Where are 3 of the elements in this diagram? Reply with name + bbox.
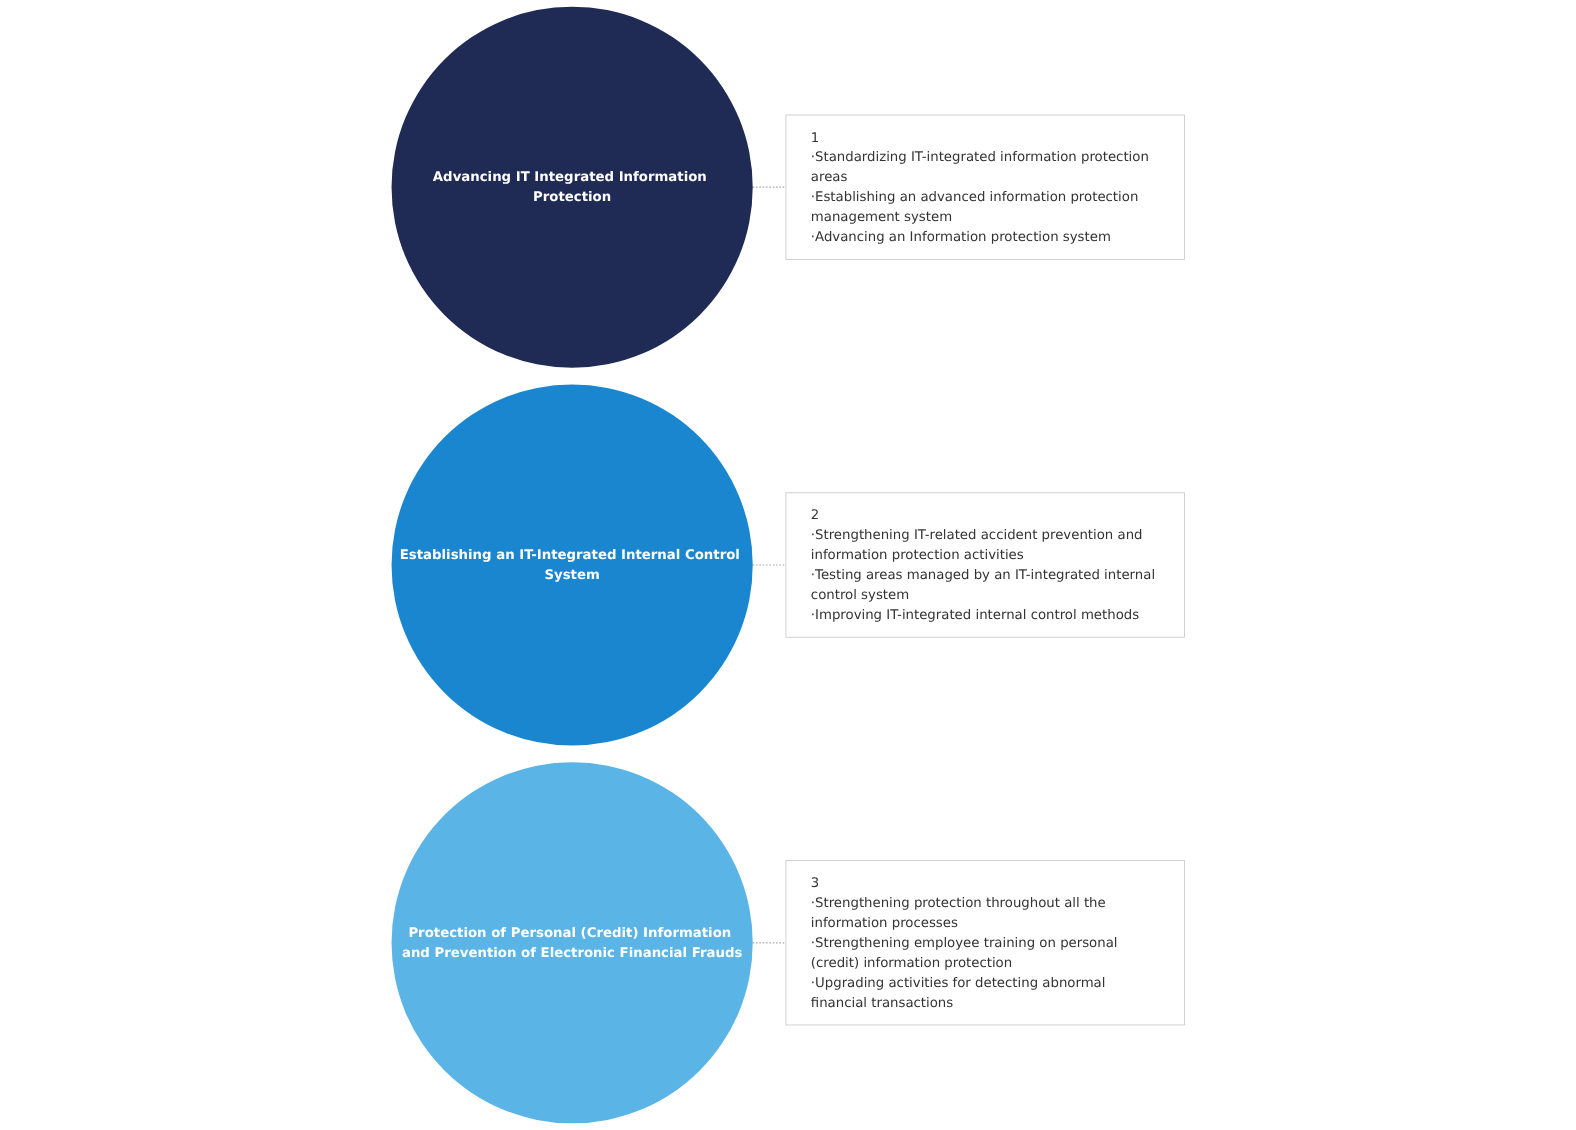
connector xyxy=(752,942,787,944)
connector xyxy=(752,564,787,566)
connector xyxy=(752,186,787,188)
